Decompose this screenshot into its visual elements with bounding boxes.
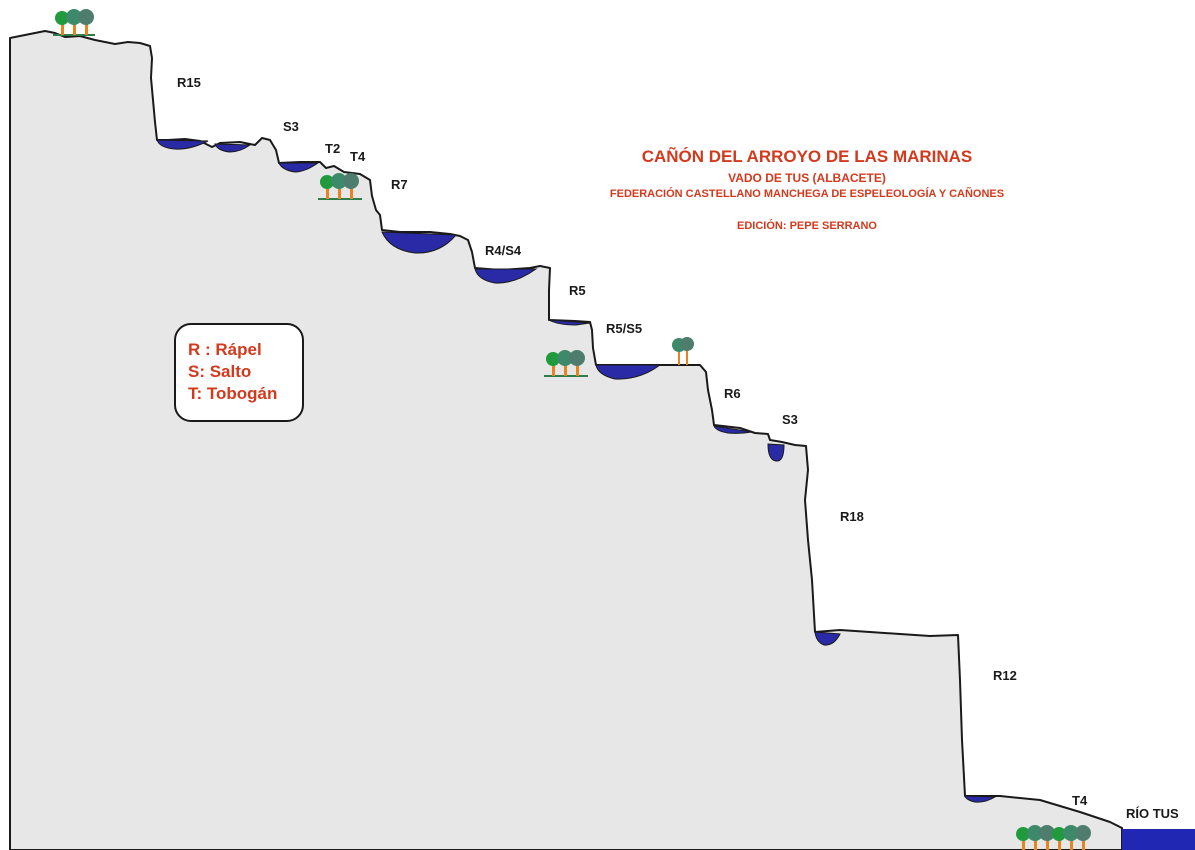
feature-label: R18 (840, 509, 864, 524)
pool (814, 631, 841, 646)
feature-label: S3 (283, 119, 299, 134)
tree-icon (672, 337, 694, 365)
pool (964, 795, 997, 803)
legend-item: T: Tobogán (188, 384, 277, 403)
pool (595, 364, 662, 380)
pool (548, 319, 591, 326)
feature-label: S3 (782, 412, 798, 427)
feature-label: R12 (993, 668, 1017, 683)
river-label: RÍO TUS (1126, 806, 1179, 821)
feature-label: T4 (1072, 793, 1088, 808)
diagram-title: CAÑÓN DEL ARROYO DE LAS MARINAS (642, 146, 973, 166)
feature-label: R15 (177, 75, 201, 90)
pool (713, 425, 753, 434)
pool (156, 139, 209, 150)
pool (767, 443, 785, 462)
feature-label: R7 (391, 177, 408, 192)
pool (214, 143, 252, 153)
legend: R : Rápel S: Salto T: Tobogán (174, 323, 304, 422)
pool (278, 162, 320, 173)
rio-tus-water (1122, 829, 1195, 850)
tree-group-icon (318, 173, 362, 200)
feature-label: R5 (569, 283, 586, 298)
tree-group-icon (53, 9, 95, 36)
legend-item: S: Salto (188, 362, 251, 381)
feature-label: R5/S5 (606, 321, 642, 336)
tree-group-icon (1016, 825, 1091, 850)
tree-group-icon (544, 350, 588, 377)
diagram-location: VADO DE TUS (ALBACETE) (728, 171, 886, 185)
pool (474, 268, 538, 284)
diagram-organization: FEDERACIÓN CASTELLANO MANCHEGA DE ESPELE… (610, 187, 1004, 200)
legend-item: R : Rápel (188, 340, 262, 359)
diagram-edition: EDICIÓN: PEPE SERRANO (737, 219, 877, 232)
feature-label: R4/S4 (485, 243, 522, 258)
feature-label: T4 (350, 149, 366, 164)
legend-box (174, 323, 304, 422)
feature-label: R6 (724, 386, 741, 401)
feature-label: T2 (325, 141, 340, 156)
pool (381, 231, 458, 254)
